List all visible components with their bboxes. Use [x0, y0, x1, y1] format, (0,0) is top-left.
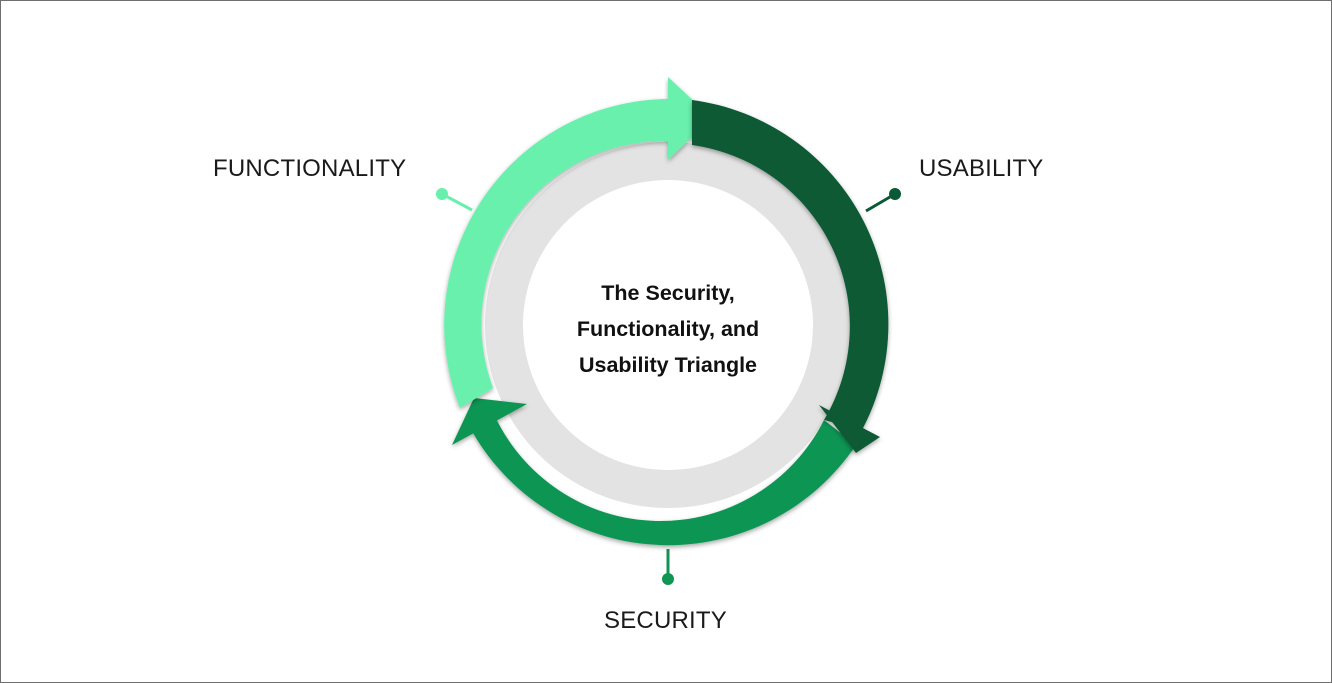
center-disc	[523, 180, 813, 470]
center-title-line: The Security,	[601, 281, 735, 305]
usability-label: USABILITY	[919, 155, 1044, 182]
security-label: SECURITY	[604, 607, 727, 634]
center-title-line: Usability Triangle	[578, 353, 758, 377]
security-arrow	[452, 398, 856, 546]
center-title-line: Functionality, and	[576, 317, 760, 341]
functionality-arrow	[444, 77, 712, 408]
usability-connector	[865, 188, 901, 213]
functionality-label: FUNCTIONALITY	[213, 155, 407, 182]
center-title: The Security, Functionality, and Usabili…	[540, 275, 796, 383]
functionality-connector	[436, 188, 473, 212]
security-connector	[662, 549, 674, 585]
usability-arrow	[692, 100, 889, 453]
